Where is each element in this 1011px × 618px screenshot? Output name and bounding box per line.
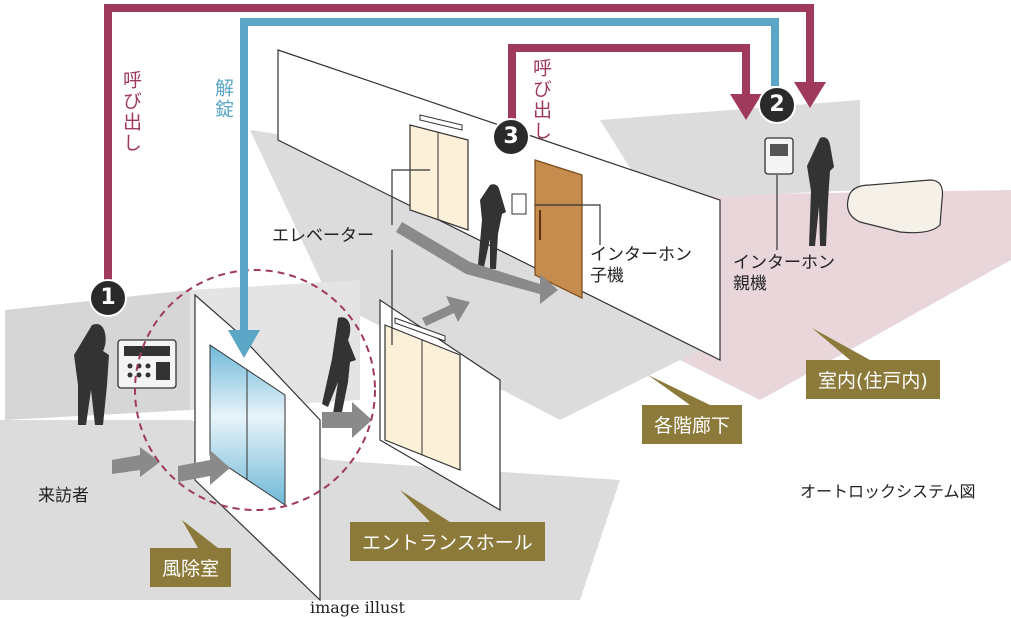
intercom-sub-label: インターホン 子機	[590, 245, 692, 288]
intercom-sub-line1: インターホン	[590, 245, 692, 265]
step-2-marker: 2	[758, 86, 796, 124]
sofa	[846, 179, 944, 234]
badge-entrance-hall: エントランスホール	[350, 522, 545, 561]
hall-elevator-sign	[394, 317, 446, 342]
image-note: image illust	[310, 598, 405, 617]
floor-elevator	[409, 124, 469, 231]
intercom-main-label: インターホン 親機	[733, 253, 835, 296]
apartment-door	[534, 159, 583, 299]
intercom-main-line1: インターホン	[733, 253, 835, 273]
unlock-path	[240, 18, 779, 332]
unlock-label: 解錠	[212, 78, 234, 120]
call-path-3	[508, 44, 750, 120]
indoor-wall	[600, 100, 860, 200]
intercom-sub-unit	[511, 193, 527, 215]
badge-pointers	[182, 328, 870, 548]
elevator-label: エレベーター	[272, 226, 374, 246]
visitor-label: 来訪者	[38, 486, 89, 506]
intercom-main-line2: 親機	[733, 274, 767, 295]
leader-lines	[391, 169, 778, 345]
diagram-caption: オートロックシステム図	[800, 482, 976, 501]
floor-call-label: 呼び出し	[530, 58, 552, 142]
call-path-1	[104, 4, 814, 285]
call-label: 呼び出し	[120, 70, 142, 154]
step-3-marker: 3	[492, 118, 530, 156]
intercom-sub-line2: 子機	[590, 266, 624, 287]
step-1-marker: 1	[89, 279, 127, 317]
badge-vestibule: 風除室	[150, 548, 232, 587]
person-silhouettes	[74, 137, 834, 425]
vestibule-highlight	[134, 269, 376, 511]
indoor-floor	[640, 190, 1011, 400]
flow-arrows	[112, 222, 558, 485]
badge-indoor: 室内(住戸内)	[806, 360, 940, 399]
floor-elevator-sign	[419, 114, 463, 131]
badge-floor-corridor: 各階廊下	[642, 405, 743, 444]
